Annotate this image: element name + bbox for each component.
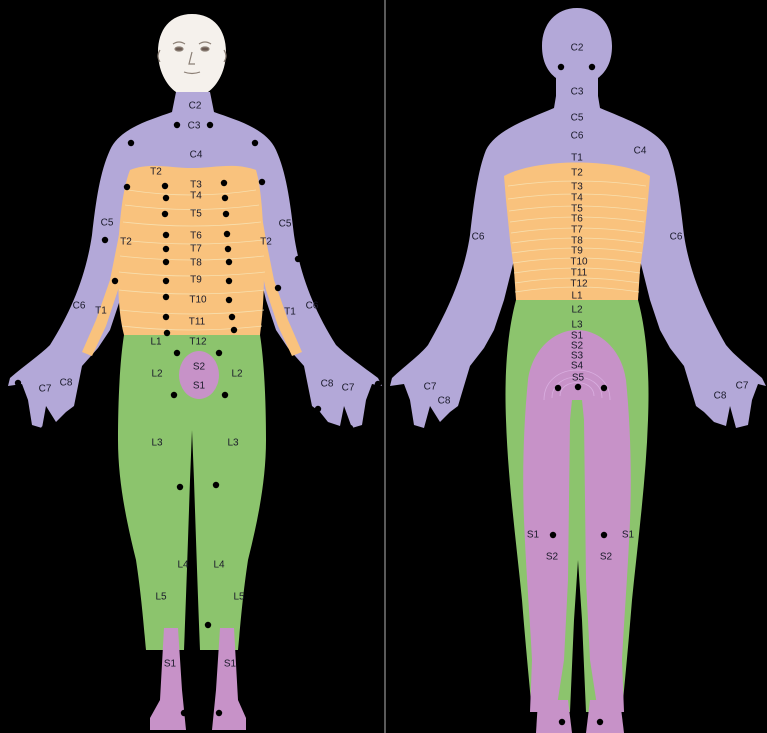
front-label-l3-left: L3: [151, 438, 163, 449]
front-label-s1: S1: [193, 381, 206, 392]
back-label-c6-right: C6: [670, 232, 683, 243]
front-label-l5-right: L5: [233, 592, 245, 603]
front-label-c7-right: C7: [342, 383, 355, 394]
front-label-t5: T5: [190, 209, 202, 220]
front-label-s2: S2: [193, 362, 206, 373]
front-label-c5-right: C5: [279, 219, 292, 230]
back-label-c7-left: C7: [424, 382, 437, 393]
back-label-s4: S4: [571, 361, 584, 372]
back-label-t11: T11: [571, 268, 588, 279]
front-label-t4: T4: [190, 191, 202, 202]
front-label-c5-left: C5: [101, 218, 114, 229]
front-face: [158, 14, 226, 104]
back-label-s1-left: S1: [527, 530, 540, 541]
front-label-c2: C2: [189, 101, 202, 112]
front-label-l3-right: L3: [227, 438, 239, 449]
back-label-l2: L2: [571, 305, 583, 316]
front-label-t11: T11: [189, 317, 206, 328]
back-label-c6-left: C6: [472, 232, 485, 243]
back-label-c4: C4: [634, 146, 647, 157]
front-sacral-groin: [179, 351, 219, 399]
back-label-s2-left: S2: [546, 552, 559, 563]
back-sacral-foot-left: [536, 700, 572, 733]
front-label-t1-left: T1: [95, 306, 107, 317]
back-view-panel: C2 C3 C5 C6 C4 C6 C6 C7 C8 C8 C7 T1 T2 T…: [386, 0, 767, 733]
back-label-t6: T6: [571, 214, 583, 225]
front-label-c6-left: C6: [73, 301, 86, 312]
front-label-l4-left: L4: [177, 560, 189, 571]
front-label-c3: C3: [188, 121, 201, 132]
front-label-s1-right-foot: S1: [224, 659, 237, 670]
front-label-t8: T8: [190, 258, 202, 269]
back-label-s2-right: S2: [600, 552, 613, 563]
back-label-c8-left: C8: [438, 396, 451, 407]
front-label-t9: T9: [190, 275, 202, 286]
front-label-c8-right: C8: [321, 379, 334, 390]
front-label-c7-left: C7: [39, 384, 52, 395]
back-label-t1: T1: [571, 153, 583, 164]
front-label-l2-right: L2: [231, 369, 243, 380]
front-label-c8-left: C8: [60, 378, 73, 389]
front-label-l4-right: L4: [213, 560, 225, 571]
front-label-t3: T3: [190, 180, 202, 191]
back-label-t7: T7: [571, 225, 583, 236]
front-view-panel: C2 C3 C4 C5 C5 C6 C6 C7 C8 C8 C7 T2 T2 T…: [0, 0, 384, 733]
front-label-t2-right: T2: [260, 237, 272, 248]
back-label-t12: T12: [570, 279, 588, 290]
back-label-s5: S5: [572, 373, 585, 384]
front-label-t10: T10: [189, 295, 207, 306]
back-label-c3: C3: [571, 87, 584, 98]
back-label-t4: T4: [571, 193, 583, 204]
front-label-l1: L1: [150, 337, 162, 348]
back-label-t2: T2: [571, 168, 583, 179]
back-body-diagram: C2 C3 C5 C6 C4 C6 C6 C7 C8 C8 C7 T1 T2 T…: [386, 0, 767, 733]
back-label-l1: L1: [571, 291, 583, 302]
front-label-t2-upper: T2: [150, 167, 162, 178]
back-sacral-foot-right: [586, 700, 624, 733]
back-label-c5: C5: [571, 113, 584, 124]
front-label-t6: T6: [190, 231, 202, 242]
front-label-c6-right: C6: [306, 301, 319, 312]
front-label-t12: T12: [189, 337, 207, 348]
front-body-diagram: C2 C3 C4 C5 C5 C6 C6 C7 C8 C8 C7 T2 T2 T…: [0, 0, 384, 733]
back-label-c2: C2: [571, 43, 584, 54]
back-label-t9: T9: [571, 246, 583, 257]
back-label-c7-right: C7: [736, 381, 749, 392]
front-label-c4: C4: [190, 150, 203, 161]
back-label-s1-right: S1: [622, 530, 635, 541]
back-label-l3: L3: [571, 320, 583, 331]
front-label-s1-left-foot: S1: [164, 659, 177, 670]
front-label-l2-left: L2: [151, 369, 163, 380]
back-label-c8-right: C8: [714, 391, 727, 402]
back-label-t3: T3: [571, 182, 583, 193]
front-label-t1-right: T1: [284, 307, 296, 318]
back-label-c6: C6: [571, 131, 584, 142]
front-label-t7: T7: [190, 244, 202, 255]
front-label-l5-left: L5: [155, 592, 167, 603]
front-label-t2-left: T2: [120, 237, 132, 248]
back-label-t10: T10: [570, 257, 588, 268]
